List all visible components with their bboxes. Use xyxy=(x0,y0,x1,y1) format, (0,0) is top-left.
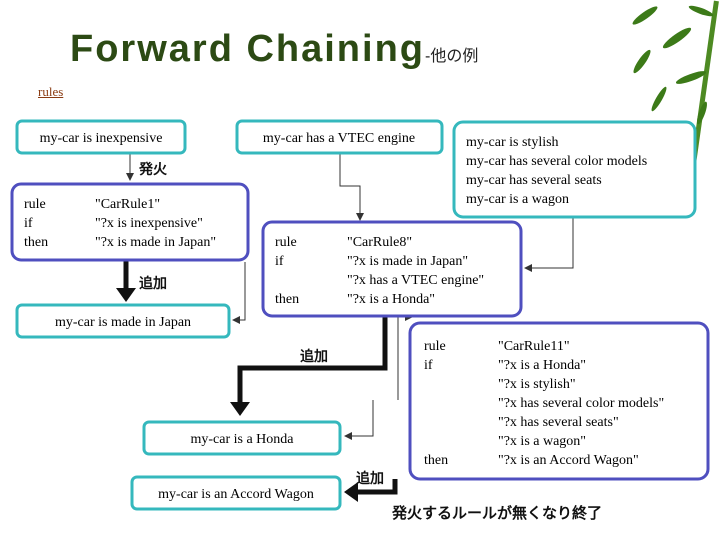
rule-keyword: then xyxy=(24,235,48,250)
label-add-2: 追加 xyxy=(300,348,328,365)
rule-carrule8: rule "CarRule8" if "?x is made in Japan"… xyxy=(261,220,523,318)
rule-value: "?x has several color models" xyxy=(498,396,664,411)
fact-accord-wagon: my-car is an Accord Wagon xyxy=(130,475,342,511)
rule-keyword: then xyxy=(275,292,299,307)
rule-keyword: rule xyxy=(275,235,297,250)
label-end: 発火するルールが無くなり終了 xyxy=(391,504,602,522)
rule-value: "CarRule8" xyxy=(347,235,412,250)
rule-value: "?x is inexpensive" xyxy=(95,216,203,231)
fact-stylish-block: my-car is stylish my-car has several col… xyxy=(452,120,697,219)
rule-keyword: if xyxy=(275,254,284,269)
label-fire: 発火 xyxy=(138,161,168,178)
thick-arrows xyxy=(116,260,398,502)
fact-stylish-line: my-car is stylish xyxy=(466,135,559,150)
fact-accord-wagon-text: my-car is an Accord Wagon xyxy=(158,487,314,502)
rule-value: "?x is made in Japan" xyxy=(95,235,216,250)
rule-value: "?x is a wagon" xyxy=(498,434,586,449)
rule-value: "?x is a Honda" xyxy=(347,292,435,307)
title-main: Forward Chaining xyxy=(70,28,425,70)
fact-honda: my-car is a Honda xyxy=(142,420,342,456)
rule-value: "CarRule11" xyxy=(498,339,570,354)
rule-value: "?x has a VTEC engine" xyxy=(347,273,484,288)
label-add-1: 追加 xyxy=(139,275,167,292)
fact-stylish-line: my-car has several color models xyxy=(466,154,647,169)
fact-stylish-line: my-car has several seats xyxy=(466,173,602,188)
forward-chaining-diagram: my-car is inexpensive my-car has a VTEC … xyxy=(10,119,710,522)
rule-keyword: if xyxy=(424,358,433,373)
rule-keyword: then xyxy=(424,453,448,468)
fact-inexpensive: my-car is inexpensive xyxy=(15,119,187,155)
slide-title: Forward Chaining-他の例 xyxy=(70,28,478,71)
rules-link[interactable]: rules xyxy=(38,84,64,99)
rule-value: "?x is made in Japan" xyxy=(347,254,468,269)
rule-value: "?x is stylish" xyxy=(498,377,576,392)
fact-inexpensive-text: my-car is inexpensive xyxy=(40,131,163,146)
rule-value: "?x is a Honda" xyxy=(498,358,586,373)
rule-value: "CarRule1" xyxy=(95,197,160,212)
rule-carrule11: rule "CarRule11" if "?x is a Honda" "?x … xyxy=(408,321,710,481)
fact-vtec-text: my-car has a VTEC engine xyxy=(263,131,415,146)
fact-vtec: my-car has a VTEC engine xyxy=(235,119,444,155)
fact-made-in-japan-text: my-car is made in Japan xyxy=(55,315,191,330)
fact-honda-text: my-car is a Honda xyxy=(190,432,294,447)
rule-value: "?x is an Accord Wagon" xyxy=(498,453,639,468)
rule-value: "?x has several seats" xyxy=(498,415,619,430)
rule-keyword: rule xyxy=(424,339,446,354)
title-suffix: -他の例 xyxy=(425,48,479,65)
rule-keyword: if xyxy=(24,216,33,231)
rule-keyword: rule xyxy=(24,197,46,212)
fact-made-in-japan: my-car is made in Japan xyxy=(15,303,231,339)
label-add-3: 追加 xyxy=(356,470,384,487)
rule-carrule1: rule "CarRule1" if "?x is inexpensive" t… xyxy=(10,182,250,262)
fact-stylish-line: my-car is a wagon xyxy=(466,192,569,207)
